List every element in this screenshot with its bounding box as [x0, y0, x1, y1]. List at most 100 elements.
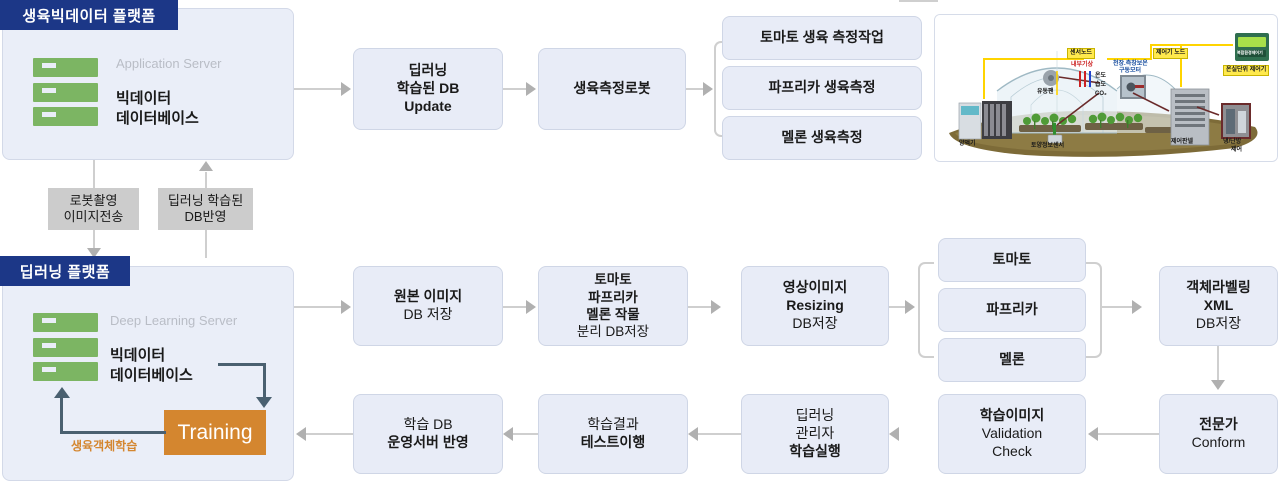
original-image-db-line1: 원본 이미지 [393, 288, 463, 305]
greenhouse-label-soil-sensor: 토양정보센서 [1031, 143, 1065, 149]
feedback-line-vertical [60, 398, 63, 434]
arrow-robot-to-branches [703, 82, 713, 96]
arrow-validation-to-training-run [889, 427, 899, 441]
server-role-bigdata: Application Server [116, 56, 222, 71]
tomato-measure-label: 토마토 생육 측정작업 [760, 29, 884, 46]
connector-original-to-split [503, 306, 526, 308]
process-box-apply-to-server[interactable]: 학습 DB 운영서버 반영 [353, 394, 503, 474]
training-run-line1: 딥러닝 [795, 407, 835, 424]
image-resizing-line2: Resizing [786, 297, 844, 314]
link-note-db-reflect-line2: DB반영 [184, 209, 227, 224]
server-name-bigdata-line1: 빅데이터 [116, 90, 172, 107]
arrow-expert-to-validation [1088, 427, 1098, 441]
branch-box-tomato-measure[interactable]: 토마토 생육 측정작업 [722, 16, 922, 60]
server-name-deeplearning-line1: 빅데이터 [110, 347, 166, 364]
training-box[interactable]: Training [164, 410, 266, 455]
connector-split-to-resizing [688, 306, 711, 308]
connector-test-to-apply [513, 433, 538, 435]
connector-resizing-to-crops [889, 306, 905, 308]
greenhouse-tag-controller-node: 제어기 노드 [1153, 48, 1189, 59]
link-note-robot-capture-line1: 로봇촬영 [69, 192, 118, 208]
arrow-panel-to-original-image [341, 300, 351, 314]
object-labeling-line2: XML [1203, 297, 1234, 314]
connector-panel-to-db-update [294, 88, 341, 90]
branch-box-crop-melon[interactable]: 멜론 [938, 338, 1086, 382]
link-line-robot-capture-lower [93, 230, 95, 250]
branch-bracket-top [714, 41, 728, 137]
expert-conform-line2: Conform [1191, 434, 1246, 450]
process-box-validation-check[interactable]: 학습이미지 Validation Check [938, 394, 1086, 474]
test-execute-line1: 학습결과 [587, 416, 639, 433]
server-name-bigdata-line2: 데이터베이스 [116, 110, 199, 127]
feedback-arrow-up [54, 387, 70, 398]
training-run-line2: 관리자 [795, 425, 835, 442]
crop-melon-label: 멜론 [999, 351, 1025, 368]
greenhouse-tag-unit-controller: 온실단위 제어기 [1223, 65, 1270, 76]
db-update-line3: Update [404, 97, 452, 114]
process-box-expert-conform[interactable]: 전문가 Conform [1159, 394, 1278, 474]
greenhouse-label-hvac-l2: 제어 [1231, 147, 1243, 153]
process-box-growth-robot[interactable]: 생육측정로봇 [538, 48, 686, 130]
db-update-line2: 학습된 DB [396, 80, 460, 97]
server-role-deeplearning: Deep Learning Server [110, 313, 238, 328]
training-loop-line-vert [263, 363, 266, 399]
greenhouse-label-control-panel: 제어판넬 [1171, 139, 1194, 145]
arrow-crops-to-labeling [1132, 300, 1142, 314]
platform-header-bigdata: 생육빅데이터 플랫폼 [0, 0, 178, 30]
link-note-robot-capture-line2: 이미지전송 [63, 209, 124, 224]
feedback-label: 생육객체학습 [71, 439, 138, 453]
training-loop-arrow-down [256, 397, 272, 408]
branch-box-paprika-measure[interactable]: 파프리카 생육측정 [722, 66, 922, 110]
link-line-db-reflect-lower [205, 230, 207, 258]
connector-db-update-to-robot [503, 88, 526, 90]
branch-box-melon-measure[interactable]: 멜론 생육측정 [722, 116, 922, 160]
link-arrow-db-reflect [199, 161, 213, 171]
link-note-db-reflect: 딥러닝 학습된 DB반영 [158, 188, 253, 230]
greenhouse-label-vent-motor-l2: 구동모터 [1119, 68, 1142, 74]
growth-robot-label: 생육측정로봇 [573, 80, 651, 97]
greenhouse-label-internal-weather: 내부기상 [1071, 62, 1094, 68]
greenhouse-label-hvac-l1: 냉/난방 [1223, 139, 1242, 145]
process-box-image-resizing[interactable]: 영상이미지 Resizing DB저장 [741, 266, 889, 346]
link-line-db-reflect-upper [205, 172, 207, 188]
process-box-original-image-db[interactable]: 원본 이미지 DB 저장 [353, 266, 503, 346]
db-update-line1: 딥러닝 [408, 62, 448, 79]
process-box-training-run[interactable]: 딥러닝 관리자 학습실행 [741, 394, 889, 474]
branch-box-crop-paprika[interactable]: 파프리카 [938, 288, 1086, 332]
greenhouse-label-circulation-fan: 유동팬 [1037, 89, 1054, 95]
image-resizing-line3: DB저장 [792, 314, 838, 331]
image-resizing-line1: 영상이미지 [782, 279, 848, 296]
arrow-test-to-apply [503, 427, 513, 441]
branch-bracket-crops-left [918, 262, 934, 358]
process-box-object-labeling-xml[interactable]: 객체라벨링 XML DB저장 [1159, 266, 1278, 346]
server-icon [33, 58, 98, 126]
arrow-original-to-split [526, 300, 536, 314]
object-labeling-line1: 객체라벨링 [1186, 279, 1251, 296]
arrow-resizing-to-crops [905, 300, 915, 314]
greenhouse-tag-sensor-node: 센서노드 [1067, 48, 1096, 59]
feedback-line-horizontal [60, 431, 166, 434]
validation-check-line2: Validation [981, 425, 1043, 442]
apply-to-server-line2: 운영서버 반영 [387, 434, 469, 450]
validation-check-line3: Check [992, 442, 1032, 459]
branch-box-crop-tomato[interactable]: 토마토 [938, 238, 1086, 282]
arrow-apply-to-panel [296, 427, 306, 441]
arrow-labeling-to-expert [1211, 380, 1225, 390]
greenhouse-label-vent-motor-l1: 천장.측창보온 [1113, 61, 1148, 67]
connector-panel-to-original-image [294, 306, 341, 308]
crop-split-line4: 분리 DB저장 [576, 324, 650, 340]
connector-training-run-to-test [698, 433, 741, 435]
original-image-db-line2: DB 저장 [403, 306, 453, 322]
server-name-deeplearning-line2: 데이터베이스 [110, 367, 193, 384]
greenhouse-label-nutrient-supplier: 양액기 [959, 141, 976, 147]
crop-split-line3: 멜론 작물 [586, 307, 640, 322]
training-loop-line-top [218, 363, 266, 366]
arrow-split-to-resizing [711, 300, 721, 314]
connector-apply-to-panel [306, 433, 353, 435]
process-box-db-update[interactable]: 딥러닝 학습된 DB Update [353, 48, 503, 130]
process-box-crop-split-db[interactable]: 토마토 파프리카 멜론 작물 분리 DB저장 [538, 266, 688, 346]
test-execute-line2: 테스트이행 [580, 434, 646, 450]
process-box-test-execute[interactable]: 학습결과 테스트이행 [538, 394, 688, 474]
connector-expert-to-validation [1098, 433, 1159, 435]
crop-split-line2: 파프리카 [588, 289, 638, 305]
